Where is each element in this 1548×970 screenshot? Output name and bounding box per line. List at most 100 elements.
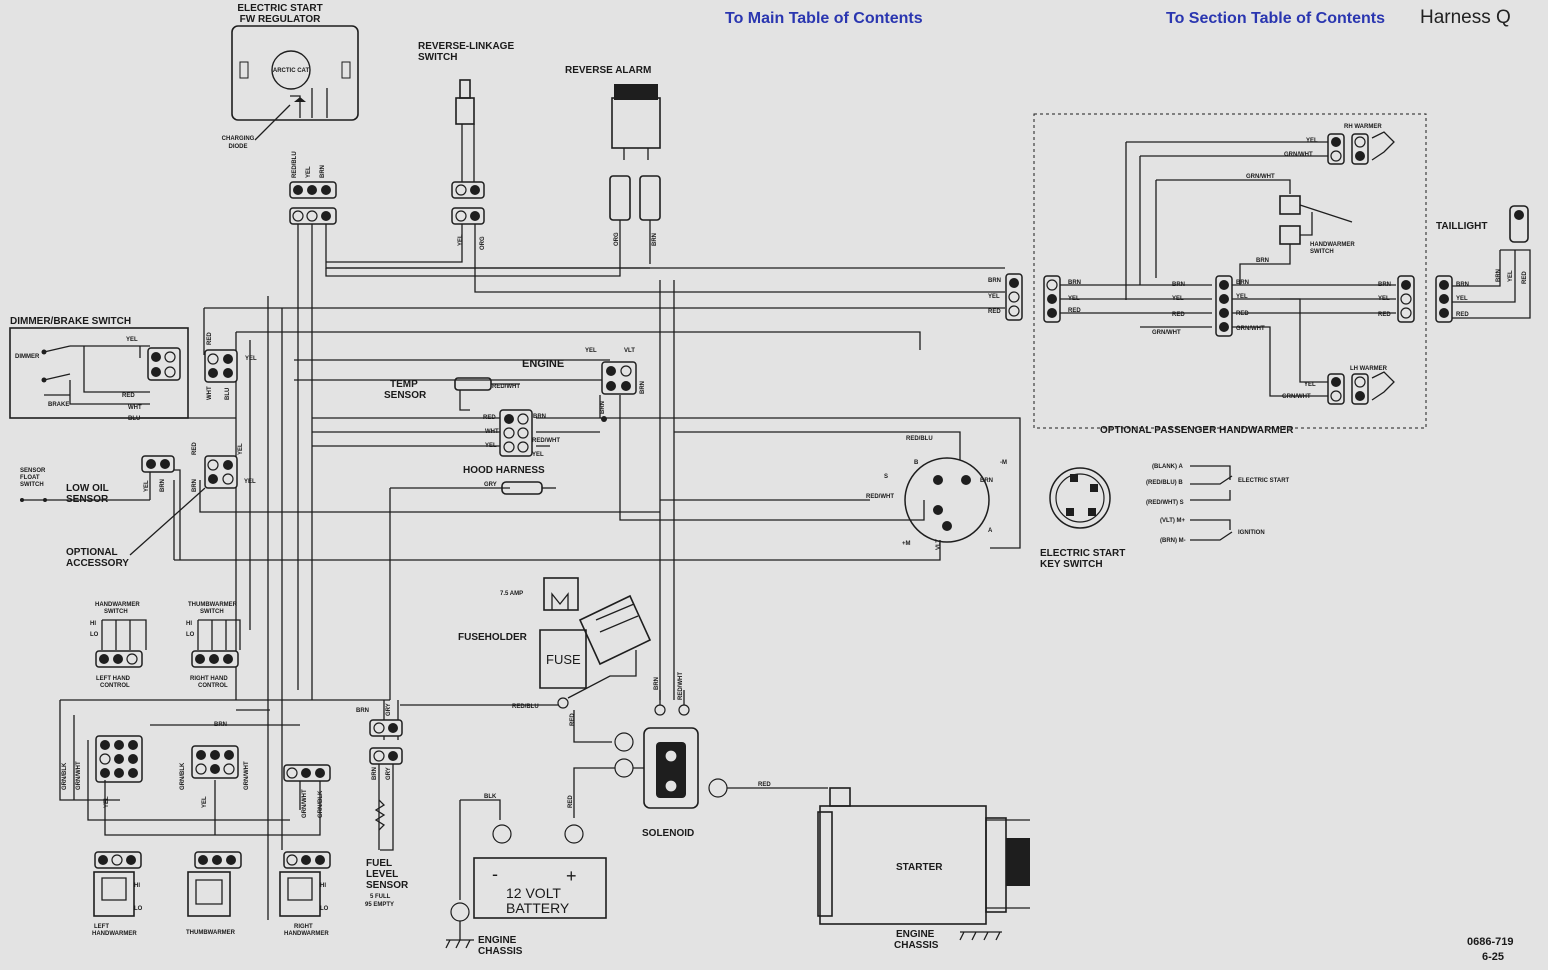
- temp-sensor-label-2: SENSOR: [384, 390, 427, 401]
- key-switch: RED/BLU RED/WHT BRN B S A -M +M VLT: [866, 436, 1007, 550]
- svg-text:RED: RED: [570, 713, 576, 726]
- svg-text:+M: +M: [902, 541, 911, 547]
- svg-text:BRN: BRN: [320, 165, 326, 178]
- svg-text:GRY: GRY: [386, 767, 392, 780]
- svg-text:BRN: BRN: [1172, 282, 1185, 288]
- svg-text:HI: HI: [134, 883, 140, 889]
- svg-text:ELECTRIC START: ELECTRIC START: [1238, 478, 1290, 484]
- temp-sensor-label-1: TEMP: [390, 379, 418, 390]
- main-toc-link[interactable]: To Main Table of Contents: [725, 10, 923, 27]
- harness-trunk: [160, 224, 1021, 920]
- svg-text:YEL: YEL: [244, 479, 256, 485]
- dimmer-connector: YEL RED WHT BLU: [204, 332, 257, 400]
- svg-text:YEL: YEL: [238, 443, 244, 455]
- left-handwarmer: HI LO LEFT HANDWARMER: [92, 851, 143, 937]
- svg-text:HANDWARMER: HANDWARMER: [1310, 242, 1355, 248]
- svg-text:LEFT: LEFT: [94, 924, 109, 930]
- svg-text:95 EMPTY: 95 EMPTY: [365, 902, 394, 908]
- svg-text:RED/BLU: RED/BLU: [906, 436, 933, 442]
- engine-chassis-label-1: ENGINE: [478, 935, 517, 946]
- starter-label: STARTER: [896, 862, 943, 873]
- svg-text:HANDWARMER: HANDWARMER: [95, 602, 140, 608]
- svg-text:RED/BLU: RED/BLU: [292, 151, 298, 178]
- svg-text:YEL: YEL: [1304, 382, 1316, 388]
- svg-text:GRN/WHT: GRN/WHT: [302, 789, 308, 818]
- regulator-label-2: FW REGULATOR: [240, 14, 322, 25]
- svg-text:RH WARMER: RH WARMER: [1344, 124, 1382, 130]
- optional-accessory-label-2: ACCESSORY: [66, 558, 129, 569]
- solenoid-label: SOLENOID: [642, 828, 694, 839]
- reverse-alarm: REVERSE ALARM: [565, 65, 661, 264]
- taillight-label: TAILLIGHT: [1436, 221, 1487, 232]
- brake-label: BRAKE: [48, 402, 69, 408]
- svg-text:HANDWARMER: HANDWARMER: [92, 931, 137, 937]
- svg-text:RED: RED: [568, 795, 574, 808]
- alarm-horn-icon: [614, 84, 658, 100]
- fuseholder-label: FUSEHOLDER: [458, 632, 528, 643]
- reverse-linkage-label-2: SWITCH: [418, 52, 457, 63]
- svg-text:LO: LO: [186, 632, 195, 638]
- svg-text:THUMBWARMER: THUMBWARMER: [188, 602, 238, 608]
- svg-text:FLOAT: FLOAT: [20, 475, 40, 481]
- key-switch-face: ELECTRIC START KEY SWITCH: [1040, 467, 1125, 570]
- svg-text:BRN: BRN: [1456, 282, 1469, 288]
- low-oil-sensor: SENSOR FLOAT SWITCH LOW OIL SENSOR YEL B…: [20, 455, 175, 505]
- svg-text:WHT: WHT: [485, 429, 499, 435]
- thumbwarmer: THUMBWARMER: [186, 851, 242, 936]
- svg-text:GRN/WHT: GRN/WHT: [76, 761, 82, 790]
- svg-text:YEL: YEL: [1508, 270, 1514, 282]
- dimmer-brake-label: DIMMER/BRAKE SWITCH: [10, 316, 131, 327]
- svg-text:CONTROL: CONTROL: [198, 683, 228, 689]
- starter-chassis-label-2: CHASSIS: [894, 940, 939, 951]
- svg-text:YEL: YEL: [306, 166, 312, 178]
- svg-text:BRN: BRN: [1068, 280, 1081, 286]
- svg-text:(BLANK) A: (BLANK) A: [1152, 464, 1183, 470]
- svg-text:GRN/BLK: GRN/BLK: [318, 790, 324, 818]
- svg-text:B: B: [914, 460, 919, 466]
- svg-text:RIGHT: RIGHT: [294, 924, 313, 930]
- svg-text:RED: RED: [758, 782, 771, 788]
- thumbwarmer-switch: THUMBWARMER SWITCH HI LO RIGHT HAND CONT…: [186, 602, 241, 689]
- svg-text:YEL: YEL: [988, 294, 1000, 300]
- svg-text:BRN: BRN: [600, 401, 606, 414]
- svg-text:WHT: WHT: [128, 405, 142, 411]
- dimmer-label: DIMMER: [15, 354, 40, 360]
- svg-text:SWITCH: SWITCH: [20, 482, 44, 488]
- svg-text:GRN/WHT: GRN/WHT: [1284, 152, 1313, 158]
- svg-text:GRN/BLK: GRN/BLK: [180, 762, 186, 790]
- svg-text:THUMBWARMER: THUMBWARMER: [186, 930, 236, 936]
- svg-text:LO: LO: [134, 906, 143, 912]
- svg-text:SWITCH: SWITCH: [1310, 249, 1334, 255]
- svg-text:BRN: BRN: [640, 381, 646, 394]
- part-number: 0686-719: [1467, 936, 1514, 948]
- svg-text:RED: RED: [483, 415, 496, 421]
- reverse-alarm-label: REVERSE ALARM: [565, 65, 651, 76]
- charging-diode-label-1: CHARGING: [222, 136, 255, 142]
- optional-accessory-label-1: OPTIONAL: [66, 547, 118, 558]
- svg-text:BRN: BRN: [980, 478, 993, 484]
- section-toc-link[interactable]: To Section Table of Contents: [1166, 10, 1385, 27]
- harness-title: Harness Q: [1420, 7, 1511, 28]
- warmer-connectors: BRN GRN/BLK GRN/WHT GRN/BLK GRN/WHT GRN/…: [59, 699, 390, 836]
- passenger-handwarmer-section: OPTIONAL PASSENGER HANDWARMER BRN YEL RE…: [1033, 113, 1427, 436]
- svg-text:YEL: YEL: [202, 796, 208, 808]
- regulator-connector: [289, 181, 337, 225]
- svg-text:RED/WHT: RED/WHT: [866, 494, 894, 500]
- svg-text:BRN: BRN: [214, 722, 227, 728]
- handwarmer-switch: HANDWARMER SWITCH HI LO LEFT HAND CONTRO…: [90, 602, 147, 689]
- hood-harness-label: HOOD HARNESS: [463, 465, 545, 476]
- svg-text:VLT: VLT: [936, 539, 942, 550]
- engine-chassis-label-2: CHASSIS: [478, 946, 523, 957]
- svg-text:BRN: BRN: [372, 767, 378, 780]
- svg-text:GRN/WHT: GRN/WHT: [244, 761, 250, 790]
- temp-sensor: TEMP SENSOR RED/WHT: [384, 377, 520, 411]
- bulb-icon: [1514, 210, 1524, 220]
- svg-text:5 FULL: 5 FULL: [370, 894, 391, 900]
- svg-text:YEL: YEL: [458, 234, 464, 246]
- svg-text:S: S: [884, 474, 888, 480]
- fuel-label-3: SENSOR: [366, 880, 409, 891]
- svg-text:HANDWARMER: HANDWARMER: [284, 931, 329, 937]
- svg-text:LH WARMER: LH WARMER: [1350, 366, 1388, 372]
- engine-label: ENGINE: [522, 358, 564, 370]
- svg-text:RED: RED: [988, 309, 1001, 315]
